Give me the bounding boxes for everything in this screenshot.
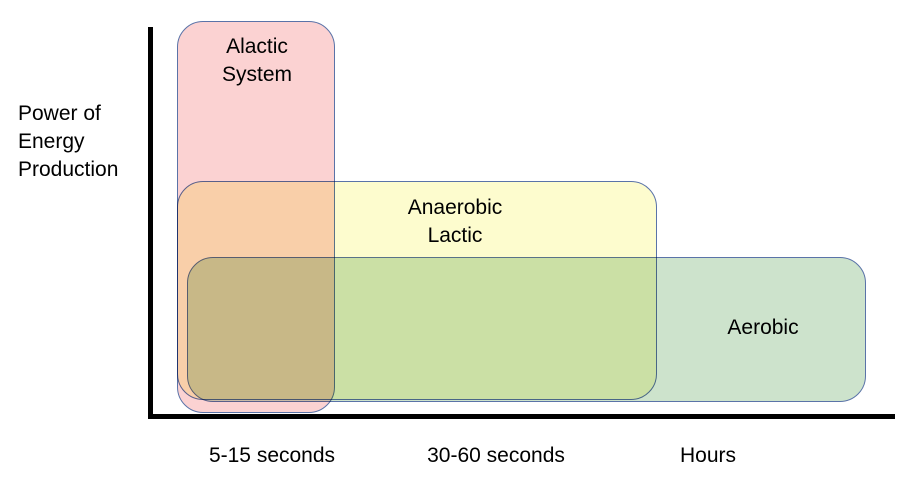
aerobic-box: Aerobic: [187, 257, 866, 402]
alactic-system-label: Alactic System: [221, 35, 292, 86]
x-tick-label-0: 5-15 seconds: [208, 444, 336, 467]
x-tick-label-1: 30-60 seconds: [427, 444, 565, 467]
x-axis-line: [148, 414, 895, 419]
y-axis-label: Power of Energy Production: [18, 102, 119, 181]
aerobic-label: Aerobic: [727, 316, 799, 339]
y-axis-line: [148, 27, 153, 419]
anaerobic-lactic-label: Anaerobic Lactic: [407, 196, 503, 247]
x-tick-label-2: Hours: [679, 444, 737, 467]
